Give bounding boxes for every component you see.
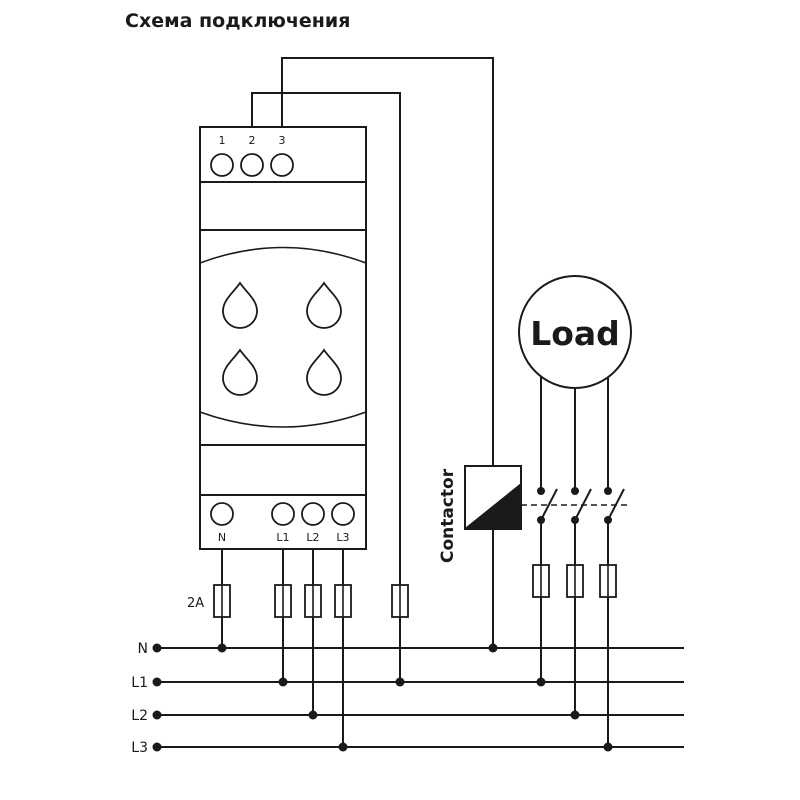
relay-front-panel	[199, 229, 367, 446]
relay-upper-neck	[199, 181, 367, 231]
terminal-l1-label: L1	[276, 531, 289, 544]
terminal-n	[210, 502, 234, 526]
junctions	[217, 643, 613, 752]
bus-l3-label: L3	[131, 740, 148, 756]
fuse-rating: 2A	[187, 596, 204, 611]
control-wires	[251, 57, 494, 682]
relay-device: 1 2 3 N L1 L2 L3	[199, 126, 367, 550]
terminal-1-label: 1	[219, 134, 226, 147]
terminal-l3-label: L3	[336, 531, 349, 544]
contactor-label: Contactor	[438, 468, 458, 563]
knob-icon	[306, 348, 342, 396]
contactor: Contactor	[438, 465, 630, 747]
terminal-l3	[331, 502, 355, 526]
terminal-1	[210, 153, 234, 177]
terminal-3	[270, 153, 294, 177]
load: Load	[518, 275, 632, 488]
terminal-2-label: 2	[249, 134, 256, 147]
page-title: Схема подключения	[125, 10, 351, 32]
knob-icon	[222, 348, 258, 396]
terminal-l1	[271, 502, 295, 526]
knob-icon	[306, 281, 342, 329]
terminal-l2-label: L2	[306, 531, 319, 544]
fuses	[213, 584, 409, 618]
bus-l1-label: L1	[131, 675, 148, 691]
bus-n-label: N	[138, 641, 148, 657]
terminal-l2	[301, 502, 325, 526]
terminal-n-label: N	[218, 531, 226, 544]
bus-l2-label: L2	[131, 708, 148, 724]
relay-lower-neck	[199, 444, 367, 496]
load-label: Load	[530, 314, 620, 353]
buses: N L1 L2 L3	[131, 641, 684, 756]
terminal-3-label: 3	[279, 134, 286, 147]
terminal-2	[240, 153, 264, 177]
knob-icon	[222, 281, 258, 329]
